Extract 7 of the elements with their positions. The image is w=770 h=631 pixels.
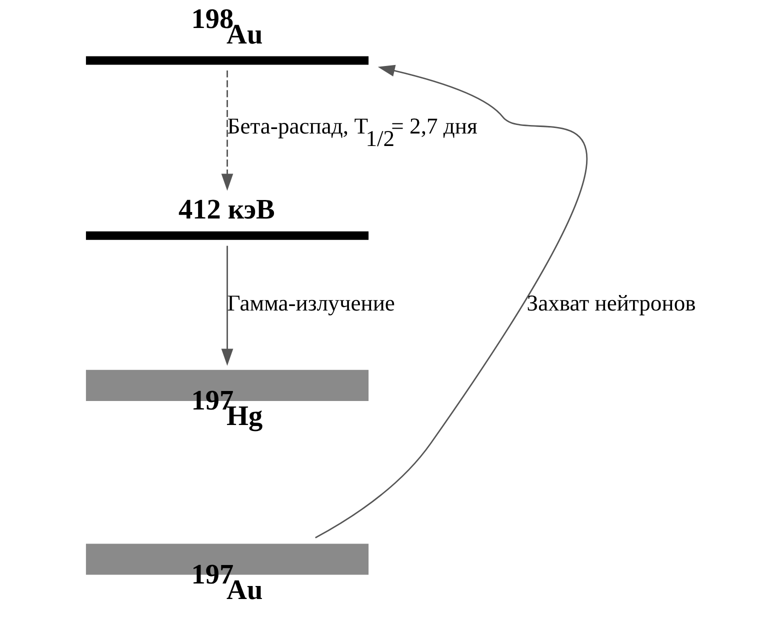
node-label: 412 кэВ [178, 194, 274, 226]
arrow [220, 246, 233, 366]
edge-label: Захват нейтронов [526, 290, 696, 316]
arrow [220, 70, 233, 191]
arrow [314, 64, 586, 538]
node-box [85, 231, 368, 240]
node-box [85, 56, 368, 65]
